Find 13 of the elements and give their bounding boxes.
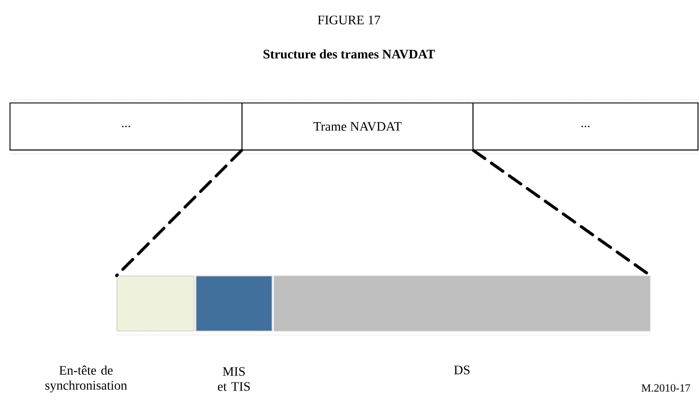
frame-cell: Trame NAVDAT xyxy=(242,102,474,150)
dashed-line xyxy=(115,148,244,278)
field-block: MIS et TIS xyxy=(196,276,272,391)
figure-label: FIGURE 17 xyxy=(318,16,380,24)
node-label: En-tête de synchronisation xyxy=(45,366,127,392)
node-label: DS xyxy=(454,366,470,374)
title: Structure des trames NAVDAT xyxy=(264,49,435,59)
frame-cell: ... xyxy=(10,102,242,150)
field-block: En-tête de synchronisation xyxy=(45,276,194,392)
field-block: DS xyxy=(274,276,650,374)
figure-label: M.2010-17 xyxy=(642,384,690,392)
frame-cell: ... xyxy=(472,102,698,150)
node-label: MIS et TIS xyxy=(218,367,250,391)
